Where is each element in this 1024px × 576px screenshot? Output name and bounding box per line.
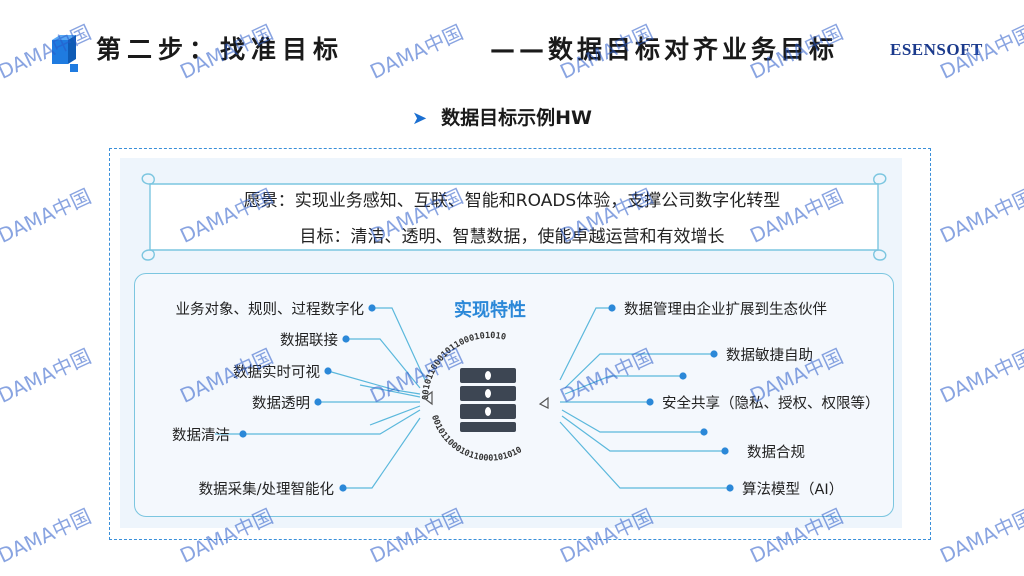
arrow-bullet-icon: ➤	[412, 108, 428, 129]
connector-dot	[339, 484, 347, 492]
ring-text-bottom: 0010110001011000101010	[429, 414, 524, 464]
features-title: 实现特性	[454, 300, 526, 321]
connector-dot	[721, 447, 729, 455]
ring-arrow-right-icon	[538, 396, 549, 409]
feature-left-5: 数据清洁	[172, 428, 230, 444]
connector-dot	[726, 484, 734, 492]
scroll-banner	[141, 173, 887, 261]
section-subtitle: ➤ 数据目标示例HW	[412, 103, 592, 130]
feature-left-4: 数据透明	[252, 396, 310, 412]
feature-right-5: 算法模型（AI）	[742, 482, 844, 498]
svg-text:0010110001011000101010: 0010110001011000101010	[429, 414, 524, 464]
brand-cube-icon	[52, 35, 78, 72]
feature-right-4: 数据合规	[747, 445, 805, 461]
ring-arrow-left-icon	[423, 390, 433, 406]
vision-statement: 愿景：实现业务感知、互联、智能和ROADS体验，支撑公司数字化转型	[243, 191, 781, 211]
connector-dot	[368, 304, 376, 312]
page-title-secondary: ——数据目标对齐业务目标	[490, 35, 839, 64]
connector-dot	[314, 398, 322, 406]
feature-right-1: 数据管理由企业扩展到生态伙伴	[624, 302, 827, 318]
connector-dot	[342, 335, 350, 343]
connector-dot	[646, 398, 654, 406]
feature-left-1: 业务对象、规则、过程数字化	[175, 302, 365, 318]
page-title: 第二步：找准目标	[96, 35, 345, 64]
feature-right-3: 安全共享（隐私、授权、权限等）	[662, 396, 880, 412]
connector-dot	[700, 428, 708, 436]
connector-dot	[710, 350, 718, 358]
feature-left-3: 数据实时可视	[233, 365, 320, 381]
brand-logo-text: ESENSOFT	[890, 40, 983, 59]
connector-dot	[608, 304, 616, 312]
goal-statement: 目标：清洁、透明、智慧数据，使能卓越运营和有效增长	[299, 227, 725, 247]
feature-left-2: 数据联接	[280, 333, 338, 349]
feature-right-2: 数据敏捷自助	[726, 348, 813, 364]
connector-dot	[679, 372, 687, 380]
connector-dot	[239, 430, 247, 438]
section-subtitle-text: 数据目标示例HW	[441, 107, 592, 129]
feature-left-6: 数据采集/处理智能化	[198, 482, 334, 498]
database-server-icon	[460, 368, 516, 432]
connector-dot	[324, 367, 332, 375]
